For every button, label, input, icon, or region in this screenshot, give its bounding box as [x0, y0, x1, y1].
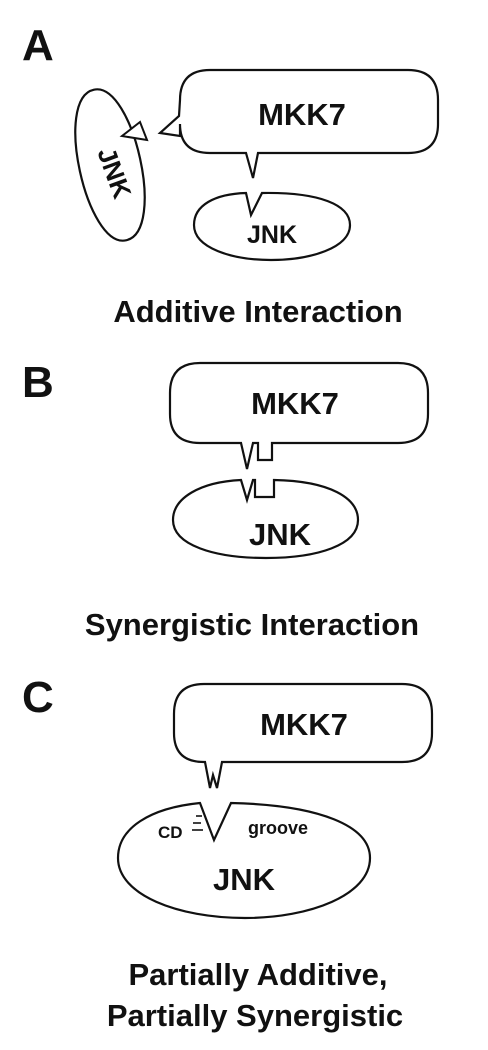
mkk7-label-a: MKK7	[258, 97, 346, 132]
cd-dashes	[192, 815, 203, 831]
jnk-bottom-ellipse	[192, 191, 352, 262]
jnk-left-notch	[119, 120, 149, 142]
groove-label: groove	[248, 818, 308, 838]
cd-label: CD	[158, 823, 183, 842]
panel-c-caption-line1: Partially Additive,	[129, 957, 388, 992]
panel-a: A MKK7 JNK JNK Additive Interaction	[22, 21, 440, 329]
jnk-bottom-label-a: JNK	[247, 221, 297, 249]
panel-a-letter: A	[22, 21, 54, 70]
jnk-label-b: JNK	[249, 517, 312, 552]
mkk7-label-c: MKK7	[260, 707, 348, 742]
mkk7-bubble-a	[157, 68, 440, 179]
mkk7-bubble-c	[172, 682, 434, 789]
jnk-left-ellipse	[74, 88, 146, 242]
panel-b-caption: Synergistic Interaction	[85, 607, 419, 642]
mkk7-label-b: MKK7	[251, 386, 339, 421]
jnk-ellipse-b	[171, 478, 360, 560]
mkk7-bubble-b	[168, 361, 430, 470]
panel-b: B MKK7 JNK Synergistic Interaction	[22, 358, 430, 642]
panel-c-caption-line2: Partially Synergistic	[107, 998, 403, 1033]
jnk-label-c: JNK	[213, 862, 276, 897]
panel-a-caption: Additive Interaction	[113, 294, 402, 329]
panel-b-letter: B	[22, 358, 54, 407]
panel-c: C MKK7 CD groove JNK Partially Additive,…	[22, 673, 434, 1033]
jnk-ellipse-c	[116, 801, 372, 920]
panel-c-letter: C	[22, 673, 54, 722]
